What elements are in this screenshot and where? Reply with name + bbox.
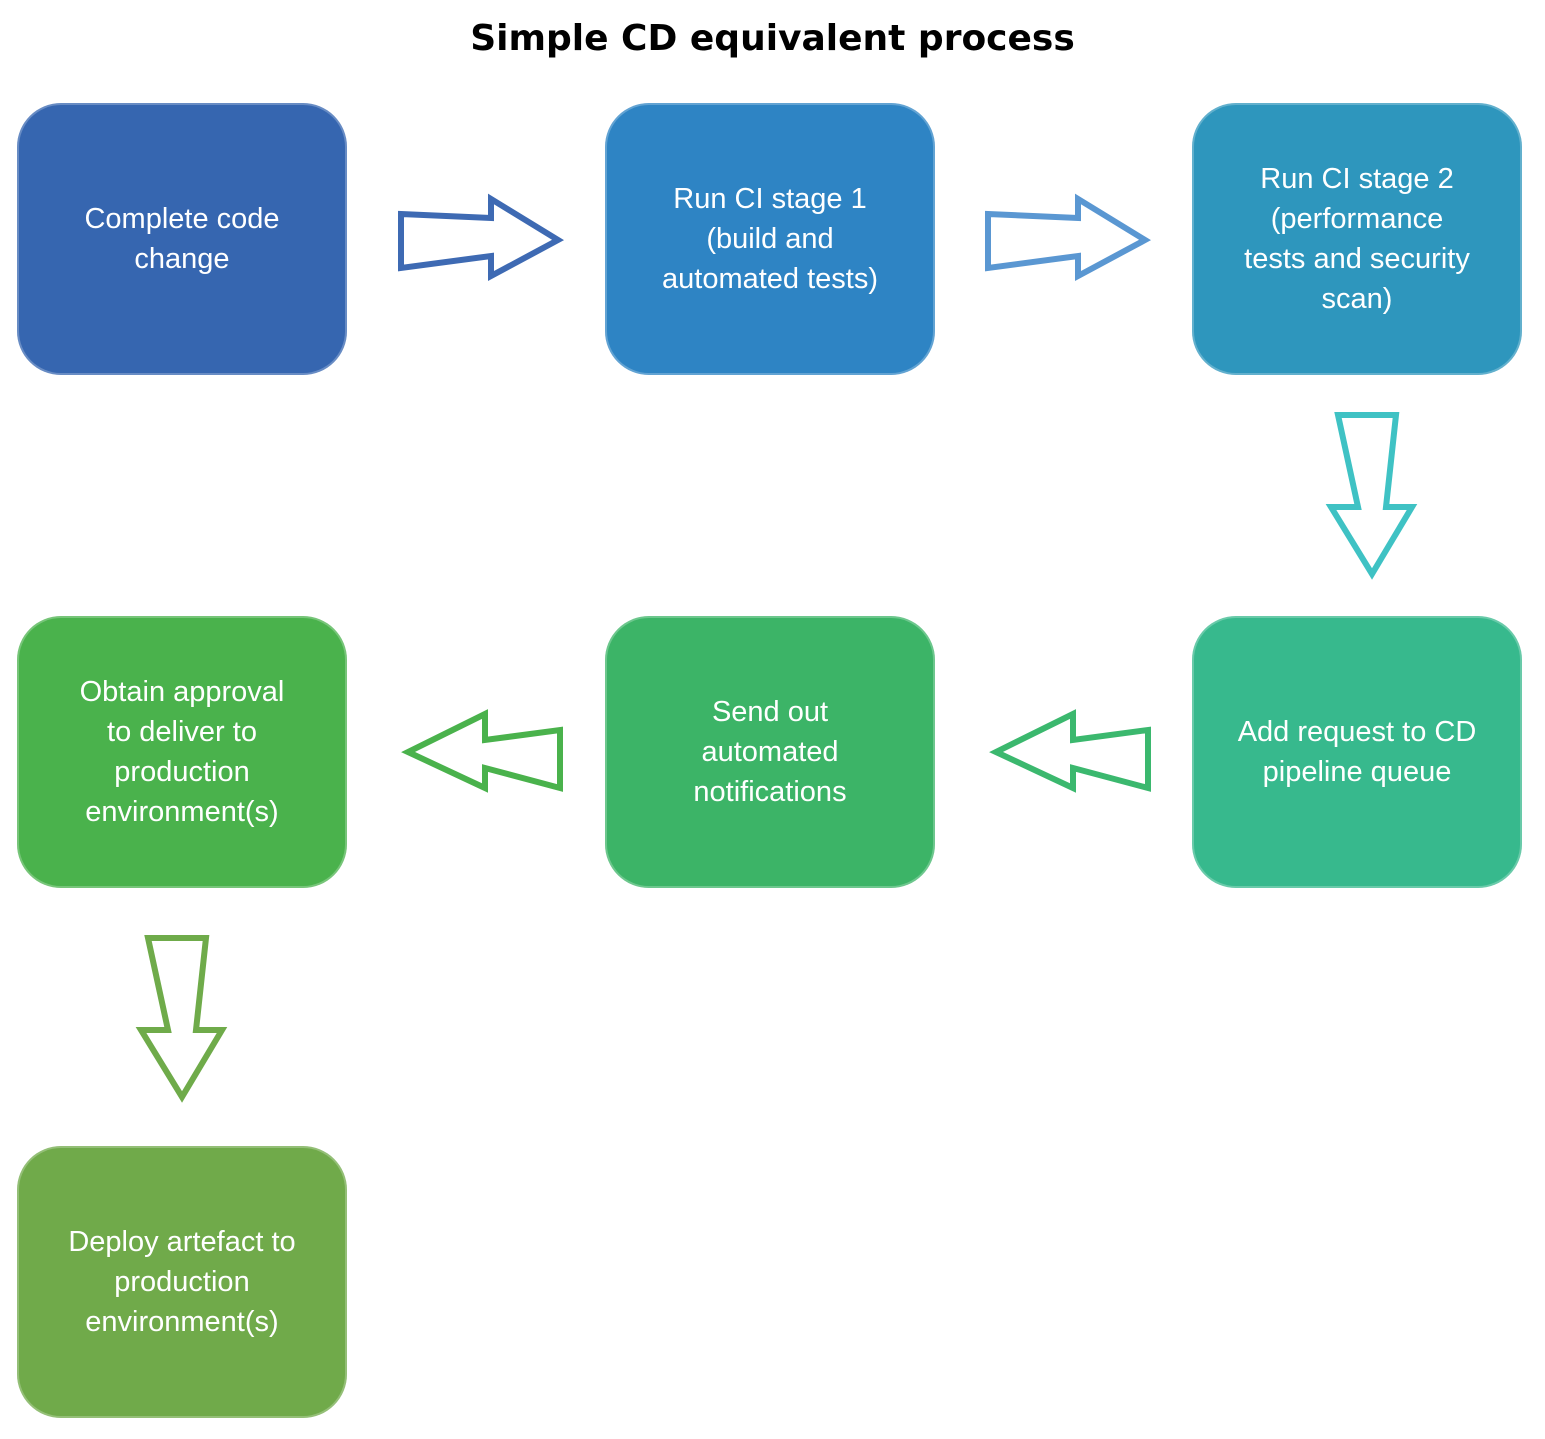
step-label: Run CI stage 1 (build and automated test… <box>662 183 878 295</box>
step-run-ci-stage-1: Run CI stage 1 (build and automated test… <box>605 103 935 375</box>
diagram-title: Simple CD equivalent process <box>470 18 1075 59</box>
step-run-ci-stage-2: Run CI stage 2 (performance tests and se… <box>1192 103 1522 375</box>
step-label: Deploy artefact to production environmen… <box>68 1226 296 1338</box>
step-label: Send out automated notifications <box>693 696 847 808</box>
step-obtain-approval: Obtain approval to deliver to production… <box>17 616 347 888</box>
step-deploy-artefact: Deploy artefact to production environmen… <box>17 1146 347 1418</box>
arrow-left-icon <box>989 709 1151 793</box>
step-label: Complete code change <box>84 203 280 275</box>
step-complete-code-change: Complete code change <box>17 103 347 375</box>
arrow-right-icon <box>398 193 565 282</box>
step-label: Obtain approval to deliver to production… <box>79 676 285 828</box>
arrow-right-icon <box>985 193 1152 282</box>
arrow-left-icon <box>401 709 563 793</box>
arrow-down-icon <box>135 935 228 1103</box>
arrow-down-icon <box>1325 412 1418 580</box>
step-label: Run CI stage 2 (performance tests and se… <box>1244 163 1470 315</box>
step-label: Add request to CD pipeline queue <box>1237 716 1477 788</box>
step-send-notifications: Send out automated notifications <box>605 616 935 888</box>
step-add-request-to-cd-queue: Add request to CD pipeline queue <box>1192 616 1522 888</box>
